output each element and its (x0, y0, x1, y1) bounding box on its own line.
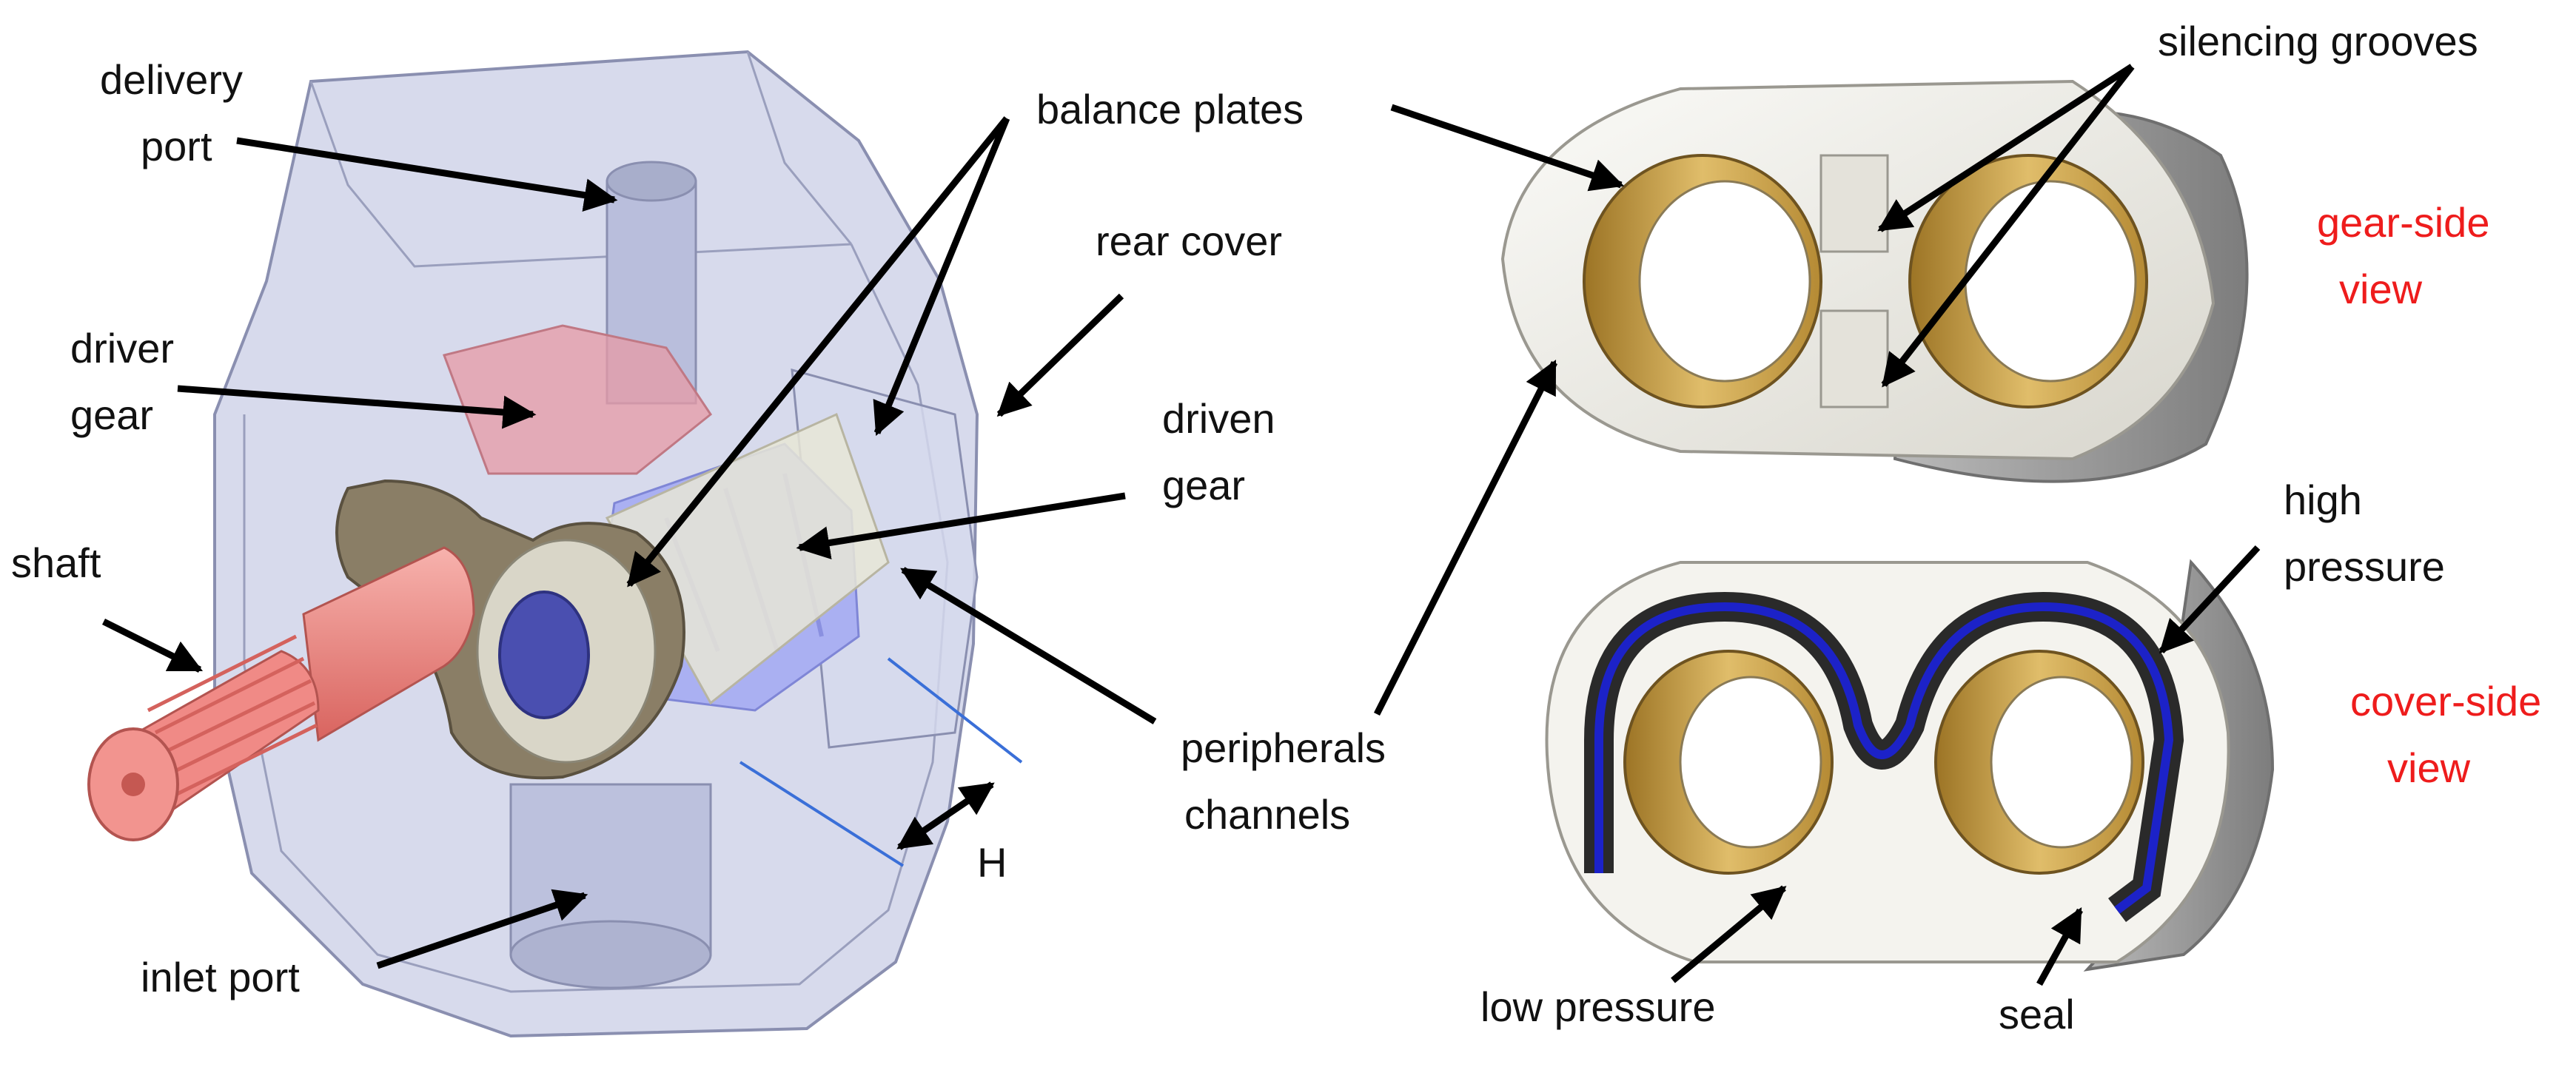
label-low-pressure: low pressure (1480, 983, 1716, 1030)
driver-gear (443, 324, 713, 475)
arrow-seal (2036, 907, 2083, 986)
arrow-shaft (101, 618, 204, 673)
arrow-driver-gear (177, 385, 537, 429)
label-gear-side-view-line2: view (2339, 266, 2423, 312)
label-inlet-port: inlet port (141, 954, 300, 1000)
label-high-pressure-line1: high (2284, 477, 2362, 523)
label-balance-plates: balance plates (1036, 86, 1304, 132)
seal-line (1594, 602, 2174, 914)
inlet-port (509, 783, 712, 989)
label-driver-gear-line1: driver (70, 325, 175, 371)
arrow-inlet-port (376, 889, 588, 969)
label-driven-gear-line1: driven (1162, 395, 1275, 442)
h-dimension-lines (739, 657, 1023, 867)
arrow-silencing-groove-1 (1877, 64, 2134, 232)
left-arrows (101, 116, 1157, 969)
label-peripherals-channels-line2: channels (1184, 791, 1351, 838)
front-plate (335, 479, 685, 780)
arrow-low-pressure (1671, 885, 1787, 983)
label-rear-cover: rear cover (1096, 218, 1283, 264)
label-high-pressure-line2: pressure (2284, 543, 2445, 590)
label-seal: seal (1999, 991, 2075, 1037)
label-delivery-port-line1: delivery (100, 56, 243, 103)
arrow-balance-plate-2 (626, 116, 1010, 588)
arrow-high-pressure (2159, 545, 2261, 654)
label-peripherals-channels-line1: peripherals (1181, 724, 1386, 771)
arrow-silencing-groove-2 (1881, 64, 2135, 388)
arrow-peripheral-channel (900, 567, 1157, 724)
arrow-rear-cover (996, 293, 1124, 417)
label-h-dimension: H (977, 839, 1007, 886)
arrow-balance-plate-1 (873, 117, 1010, 437)
cover-side-plate (1545, 559, 2275, 972)
arrow-driven-gear (796, 492, 1126, 559)
label-cover-side-view-line1: cover-side (2350, 678, 2542, 724)
label-driven-gear-line2: gear (1162, 462, 1246, 508)
shaft (87, 546, 475, 841)
label-delivery-port-line2: port (141, 123, 212, 169)
arrow-peripheral-channel-2 (1373, 359, 1558, 716)
arrow-balance-plate-3 (1390, 104, 1625, 192)
right-arrows (1373, 64, 2261, 986)
gear-side-plate (1500, 79, 2249, 483)
label-driver-gear-line2: gear (70, 391, 154, 438)
label-silencing-grooves: silencing grooves (2158, 18, 2478, 64)
arrow-h-dimension (896, 781, 995, 850)
arrow-delivery-port (236, 137, 618, 212)
label-gear-side-view-line1: gear-side (2317, 199, 2490, 246)
label-cover-side-view-line2: view (2387, 744, 2471, 791)
label-shaft: shaft (11, 539, 101, 586)
